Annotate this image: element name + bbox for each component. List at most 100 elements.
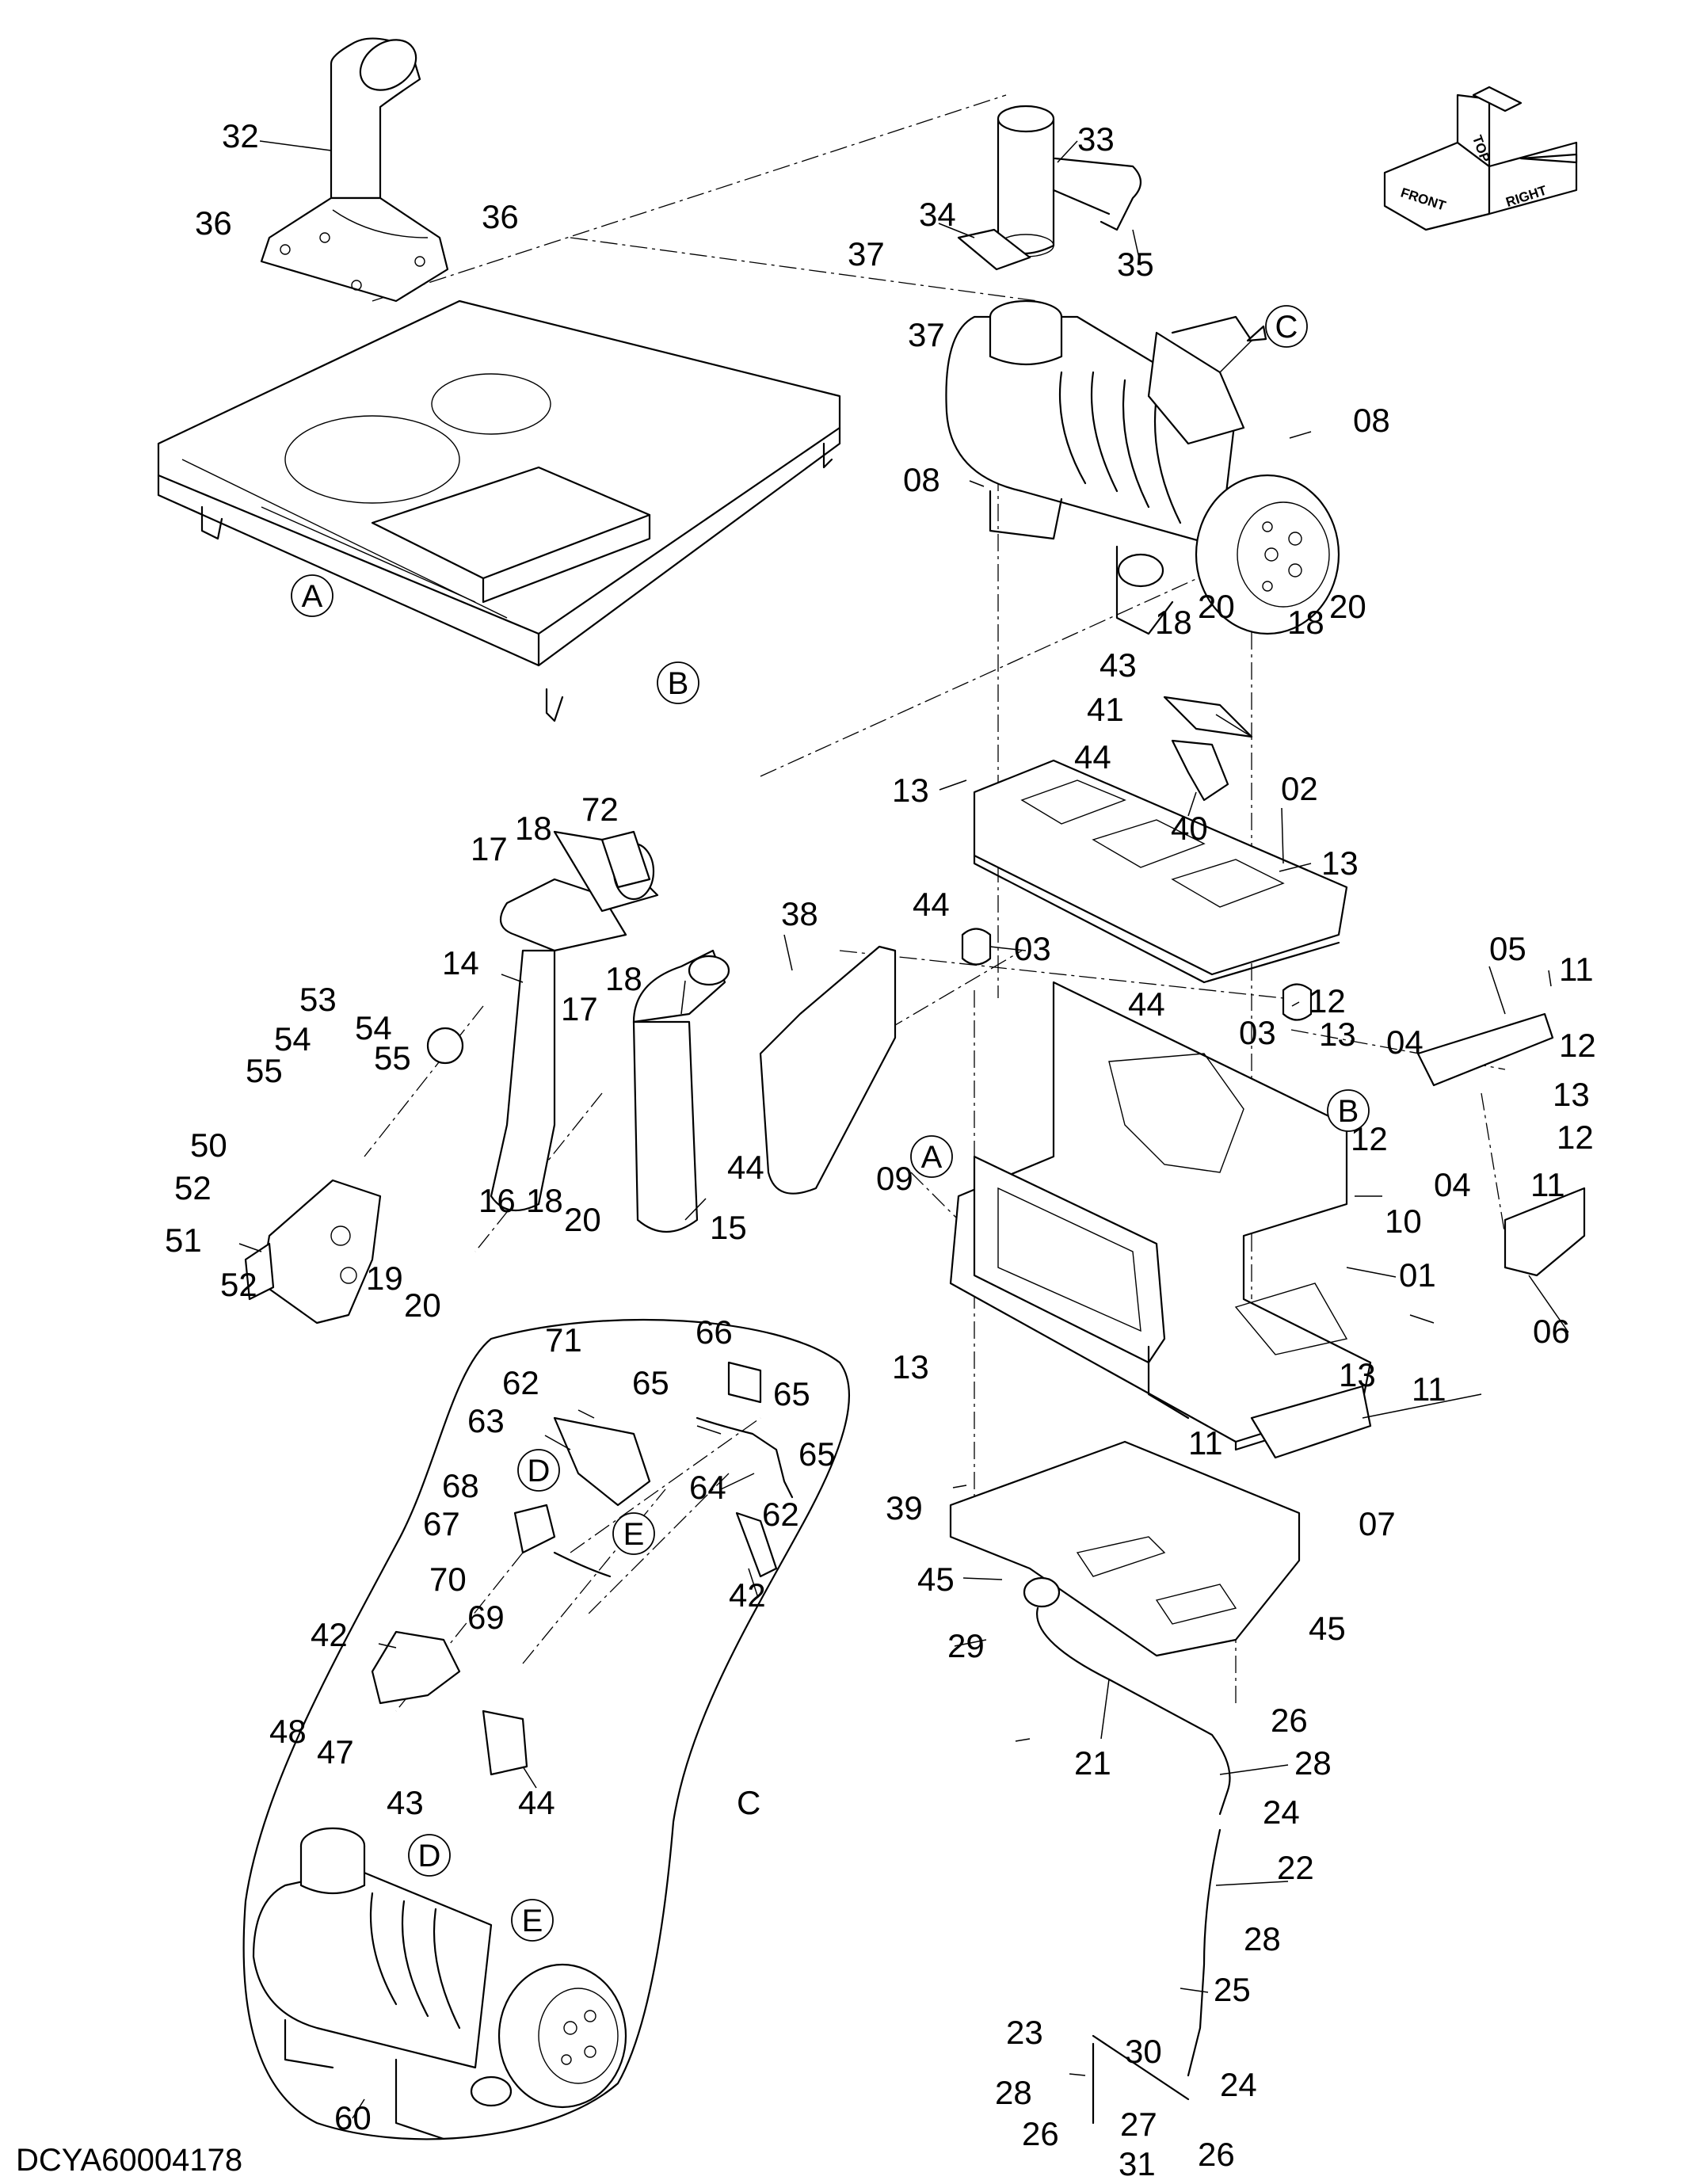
callout-10: 10 [1385,1203,1422,1240]
callout-40: 40 [1171,810,1208,847]
callout-61: 62 [762,1496,799,1533]
callout-labels: 32 36 36 33 34 35 37 37 08 08 18 20 18 2… [165,117,1596,2182]
bracket-40-41 [1163,696,1253,802]
callout-04: 04 [1434,1166,1471,1203]
callout-68: 69 [467,1599,505,1636]
detail-ref-e-muffler: E [511,1899,554,1942]
svg-text:B: B [668,666,689,701]
callout-07: 07 [1359,1505,1396,1542]
callout-12: 12 [1559,1027,1596,1064]
callout-52: 52 [174,1169,212,1206]
callout-02: 02 [1281,770,1318,807]
callout-48: 47 [317,1733,354,1770]
callout-03: 03 [1239,1014,1276,1051]
callout-18: 18 [526,1182,563,1219]
callout-17: 17 [561,990,598,1027]
callout-20: 20 [564,1201,601,1238]
callout-41: 41 [1087,691,1124,728]
callout-64: 65 [632,1364,669,1401]
callout-39: 39 [886,1489,923,1527]
callout-50: 50 [190,1126,227,1164]
callout-32: 32 [222,117,259,154]
callout-45: 43 [387,1784,424,1821]
callout-26: 26 [1198,2136,1235,2173]
callout-13: 13 [1319,1016,1356,1053]
svg-text:C: C [1275,310,1298,345]
detail-ref-d-muffler: D [408,1834,451,1877]
callout-28: 28 [1244,1920,1281,1957]
drain-tube-21-22 [1023,1576,1231,2125]
callout-71: 72 [581,791,619,828]
callout-37: 37 [848,235,885,273]
callout-46: 44 [727,1149,764,1186]
callout-38: 38 [781,895,818,932]
callout-11: 11 [1530,1166,1565,1203]
exhaust-stack-32 [260,37,449,303]
callout-15: 15 [710,1209,747,1246]
drawing-code: DCYA60004178 [16,2143,242,2178]
callout-12: 12 [1309,982,1346,1020]
orientation-cube [1383,86,1578,231]
bottom-plate-39 [949,1440,1301,1657]
detail-ref-c: C [1246,305,1308,348]
callout-30: 30 [1125,2033,1162,2070]
callout-11: 11 [1412,1370,1446,1408]
callout-33: 33 [1077,120,1115,158]
svg-text:D: D [528,1454,551,1488]
callout-60: 60 [334,2099,372,2136]
detail-ref-b: B [657,661,699,704]
callout-69: 70 [429,1561,467,1598]
callout-group-c: C [737,1784,760,1821]
detail-ref-a: A [291,574,333,617]
callout-09: 09 [876,1160,913,1197]
side-cover-50 [244,1179,382,1325]
callout-06: 06 [1533,1313,1570,1350]
callout-13: 13 [892,1348,929,1385]
callout-54: 54 [274,1020,311,1058]
callout-08: 08 [903,461,940,498]
svg-text:A: A [302,579,323,614]
callout-42: 42 [311,1616,348,1653]
callout-29: 29 [947,1627,985,1664]
callout-27: 27 [1120,2106,1157,2143]
callout-46: 44 [913,886,950,923]
rubber-mounts-03 [961,928,1313,1021]
callout-19: 19 [366,1260,403,1297]
parts-artwork [157,37,1586,2140]
callout-18: 18 [1287,604,1324,641]
side-brackets-05-06-07 [1250,1012,1586,1459]
callout-36: 36 [482,198,519,235]
callout-46: 44 [1128,985,1165,1023]
callout-18: 18 [1155,604,1192,641]
callout-18: 18 [515,810,552,847]
callout-05: 05 [1489,930,1526,967]
callout-13: 13 [1321,844,1359,882]
detail-ref-a-frame: A [910,1135,953,1178]
muffler-assembly-top [945,299,1340,635]
callout-28: 28 [995,2074,1032,2111]
callout-31: 31 [1119,2145,1156,2182]
callout-55: 55 [246,1052,283,1089]
callout-52: 52 [220,1266,257,1303]
callout-62: 63 [467,1402,505,1439]
main-frame-01 [949,981,1372,1451]
callout-23: 23 [1006,2014,1043,2051]
callout-24: 24 [1220,2066,1257,2103]
callout-17: 17 [471,830,508,867]
svg-text:B: B [1338,1094,1359,1129]
callout-20: 20 [1198,588,1235,625]
exhaust-pipes-14-15 [490,830,730,1233]
callout-55: 55 [374,1039,411,1077]
svg-text:D: D [418,1839,441,1873]
leader-lines [238,140,1569,2119]
callout-47: 45 [1309,1610,1346,1647]
detail-references: A B C A B D E D [291,305,1370,1942]
pipe-cap-33 [957,105,1142,271]
callout-21: 21 [1074,1744,1111,1782]
callout-51: 51 [165,1222,202,1259]
detail-ref-b-frame: B [1327,1089,1370,1132]
engine-cover-plate [157,299,841,722]
callout-63: 64 [689,1469,726,1506]
heat-shield-38 [759,945,897,1195]
